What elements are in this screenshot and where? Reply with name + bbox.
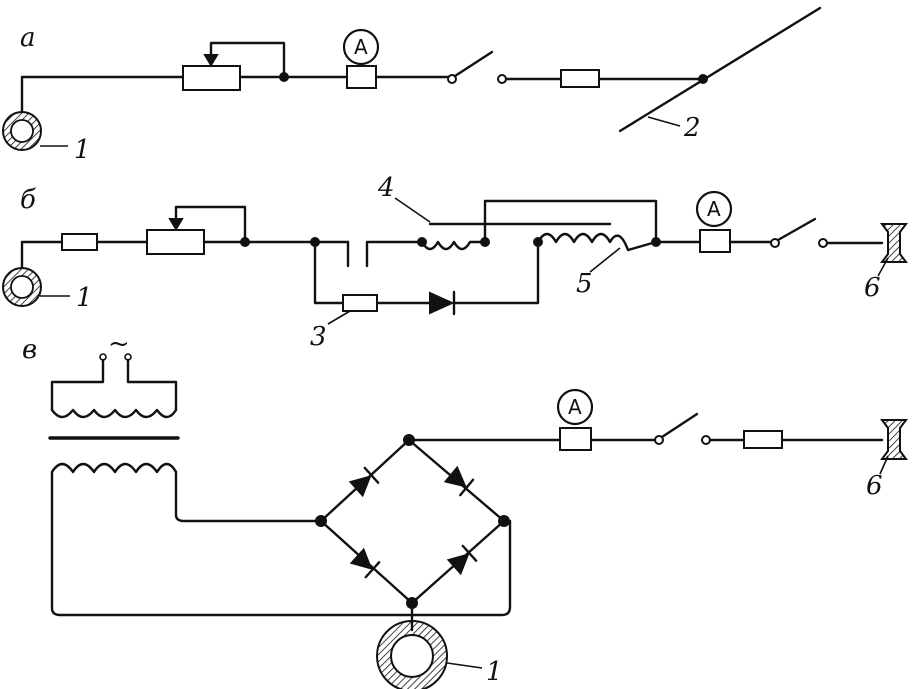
diode-bridge-1 <box>348 466 380 498</box>
ammeter-a-letter: A <box>354 35 368 59</box>
ac-symbol: ~ <box>108 329 130 359</box>
diode-bridge-4 <box>446 544 478 576</box>
circuit-a: а A <box>2 6 822 165</box>
row-label-c: в <box>22 335 37 365</box>
ammeter-b-letter: A <box>707 197 721 221</box>
coil-4 <box>417 222 612 251</box>
wire-a-1 <box>20 75 185 114</box>
lower-branch-b <box>313 240 540 316</box>
diode-bridge-2 <box>443 465 475 497</box>
transformer: ~ <box>48 329 512 617</box>
label-2: 2 <box>683 113 701 143</box>
label-1c: 1 <box>486 657 503 687</box>
leader-5 <box>589 247 621 273</box>
ammeter-b: A <box>654 190 774 253</box>
wire-b-1 <box>20 240 64 270</box>
leader-4 <box>394 197 431 223</box>
rheostat-b <box>146 205 250 255</box>
leader-3 <box>327 310 351 325</box>
coil-5 <box>533 232 661 252</box>
leader-6b <box>877 257 889 277</box>
switch-b <box>770 217 884 248</box>
label-6b: 6 <box>864 273 881 303</box>
workpiece-6-b <box>880 223 908 263</box>
wire-b-bypass <box>483 199 658 244</box>
capacitor-b <box>313 240 424 268</box>
electrode-holder-b <box>2 267 42 307</box>
fuse-b <box>61 233 149 251</box>
fuse-a <box>504 69 708 88</box>
ammeter-c: A <box>407 388 657 451</box>
switch-c <box>654 412 746 445</box>
label-6c: 6 <box>866 471 883 501</box>
leader-1c <box>446 662 483 669</box>
circuit-c: в ~ <box>22 329 908 689</box>
workpiece-2 <box>618 6 822 133</box>
fuse-c <box>743 430 884 449</box>
workpiece-6-c <box>880 419 908 460</box>
electrode-holder-c <box>376 601 448 689</box>
switch-a <box>447 50 507 84</box>
diode-bridge-3 <box>349 547 381 579</box>
label-5: 5 <box>576 269 593 299</box>
rheostat-a <box>182 41 289 91</box>
ammeter-a: A <box>282 28 450 89</box>
label-1a: 1 <box>74 135 91 165</box>
electrode-holder-a <box>2 111 42 151</box>
circuit-b: б <box>2 173 908 352</box>
label-1b: 1 <box>76 283 93 313</box>
leader-6c <box>879 455 889 475</box>
bridge-rectifier <box>315 434 510 609</box>
row-label-a: а <box>20 23 36 53</box>
ammeter-c-letter: A <box>568 395 582 419</box>
leader-2 <box>647 116 681 127</box>
row-label-b: б <box>20 185 36 215</box>
label-4: 4 <box>377 173 395 203</box>
label-3: 3 <box>310 322 327 352</box>
